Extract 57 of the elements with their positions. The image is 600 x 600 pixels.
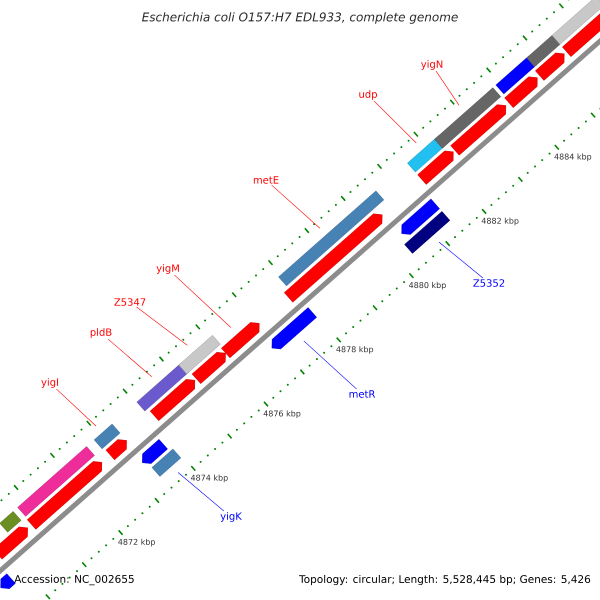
tick-label: 4872 kbp [118,538,156,546]
gene-label: udp [359,90,377,100]
gene-bar [552,0,600,45]
gene-block [192,352,226,384]
gene-bar [434,87,501,149]
gene-block [0,574,16,589]
gene-label: yigN [421,60,442,70]
gene-block [504,76,538,108]
tick-label: 4880 kbp [409,282,446,290]
gene-block [106,439,127,460]
leader-line [178,472,224,512]
gene-block [401,198,440,235]
gene-block [150,379,196,421]
gene-label: yigI [41,378,58,388]
gene-bar [496,56,537,94]
gene-block [535,52,564,81]
gene-bar [526,35,560,68]
title: Escherichia coli O157:H7 EDL933, complete genome [142,12,458,24]
gene-label: yigM [156,264,179,274]
gene-block [0,526,28,560]
gene-bar [152,448,182,477]
gene-block [562,12,600,57]
genome-info-text: Topology: circular; Length: 5,528,445 bp; Genes: 5,426 [299,574,590,586]
gene-label: yigK [220,512,242,522]
gene-bar [94,424,120,450]
gene-block [142,439,168,464]
accession-text: Accession: NC_002655 [14,574,134,586]
gene-label: metR [350,390,376,398]
gene-label: metE [254,176,278,184]
gene-label: pldB [90,328,112,338]
gene-block [417,150,454,185]
gene-block [450,104,506,156]
gene-label: Z5352 [473,279,504,287]
gene-block [272,307,317,350]
gene-bar [404,211,450,254]
gene-block [221,322,260,358]
leader-line [438,242,484,278]
gene-bar [136,362,190,412]
leader-line [304,340,357,390]
leader-line [374,100,417,144]
tick-label: 4882 kbp [482,218,519,226]
gene-block [284,214,382,302]
tick-label: 4878 kbp [336,346,374,354]
leader-line [174,274,232,328]
leader-line [436,70,460,106]
tick-label: 4874 kbp [190,474,228,482]
leader-line [136,306,188,346]
tick-label: 4876 kbp [264,410,300,418]
leader-line [271,184,320,229]
gene-bar [0,511,22,532]
gene-bar [278,190,384,286]
gene-label: Z5347 [114,298,146,306]
gene-bar [178,335,221,374]
gene-bar [17,446,95,517]
gene-block [27,461,102,530]
tick-label: 4884 kbp [554,153,592,162]
leader-line [108,338,152,378]
